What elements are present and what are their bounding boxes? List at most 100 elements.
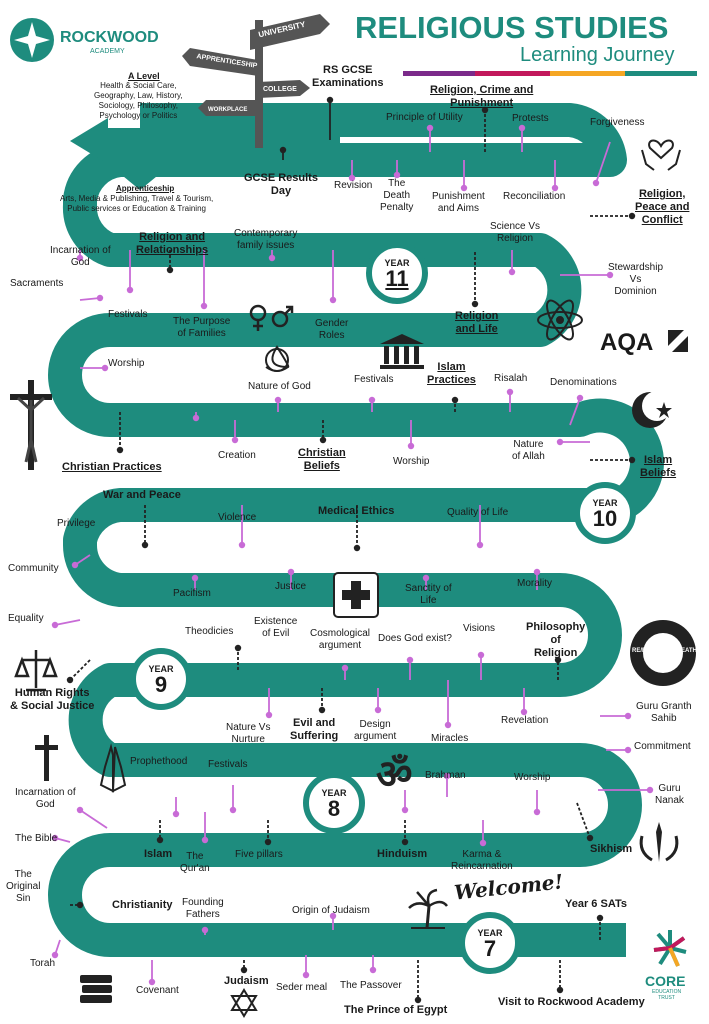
connector-dot	[426, 124, 434, 132]
connector-dot	[76, 254, 84, 262]
connector-dot	[443, 772, 451, 780]
label-covenant: Covenant	[136, 985, 179, 996]
label-reconciliation: Reconciliation	[503, 191, 566, 202]
connector-dot	[481, 106, 489, 114]
connector-dot	[576, 394, 584, 402]
color-bar-teal	[625, 71, 697, 76]
connector-dot	[329, 912, 337, 920]
color-bar-pink	[475, 71, 550, 76]
label-quality-life: Quality of Life	[447, 507, 509, 518]
connector-dot	[533, 568, 541, 576]
label-war-peace: War and Peace	[103, 489, 181, 501]
label-islam-practices: Islam Practices	[427, 361, 476, 386]
connector-dot	[477, 651, 485, 659]
medical-cross-icon	[333, 572, 379, 618]
connector-dot	[156, 836, 164, 844]
connector-dot	[451, 396, 459, 404]
label-nature-allah: Nature of Allah	[512, 439, 545, 462]
label-guru-granth: Guru Granth Sahib	[636, 701, 692, 724]
label-medical-ethics: Medical Ethics	[318, 505, 395, 517]
label-year6-sats: Year 6 SATs	[565, 898, 627, 910]
connector-dot	[268, 254, 276, 262]
label-nature-god: Nature of God	[248, 381, 311, 392]
connector-dot	[172, 810, 180, 818]
connector-dot	[556, 438, 564, 446]
connector-dot	[71, 561, 79, 569]
core-logo-text: CORE	[645, 973, 686, 989]
label-sacraments: Sacraments	[10, 278, 64, 289]
label-prophethood: Prophethood	[130, 756, 188, 767]
a-level-text: Health & Social Care, Geography, Law, Hi…	[94, 81, 183, 120]
connector-dot	[414, 996, 422, 1004]
label-sikhism: Sikhism	[590, 843, 633, 855]
label-festivals-1: Festivals	[108, 309, 148, 320]
hands-heart-icon	[641, 139, 681, 171]
praying-hands-icon	[99, 743, 127, 793]
connector-dot	[201, 836, 209, 844]
label-human-rights: Human Rights & Social Justice	[10, 687, 95, 712]
label-visions: Visions	[463, 623, 496, 634]
road-arrow-left	[70, 118, 108, 164]
school-name: ROCKWOOD	[60, 29, 159, 46]
connector-dot	[586, 834, 594, 842]
connector-dot	[101, 364, 109, 372]
a-level-title: A Level	[128, 71, 160, 81]
label-founding-fathers: Founding Fathers	[182, 897, 224, 920]
label-science-religion: Science Vs Religion	[490, 221, 541, 244]
scales-icon	[14, 650, 58, 692]
label-worship-2: Worship	[393, 456, 430, 467]
connector-dot	[606, 271, 614, 279]
label-privilege: Privilege	[57, 518, 96, 529]
connector-dot	[126, 286, 134, 294]
connector-dot	[533, 808, 541, 816]
palm-icon	[408, 888, 448, 929]
label-morality: Morality	[517, 578, 553, 589]
connector-dot	[406, 656, 414, 664]
label-christian-beliefs: Christian Beliefs	[298, 447, 346, 472]
connector-dot	[264, 838, 272, 846]
connector-dot	[141, 541, 149, 549]
connector-line	[79, 809, 108, 829]
label-religion-crime-punishment: Religion, Crime and Punishment	[430, 84, 534, 109]
connector-dot	[166, 266, 174, 274]
label-forgiveness: Forgiveness	[590, 117, 645, 128]
label-worship-3: Worship	[514, 772, 551, 783]
label-judaism: Judaism	[224, 975, 269, 987]
connector-dot	[508, 268, 516, 276]
connector-dot	[592, 179, 600, 187]
books-icon	[80, 975, 112, 1003]
label-religion-relationships: Religion and Relationships	[136, 231, 209, 256]
life-death-text: RE/BIRTH LIFE DEATH	[632, 648, 697, 654]
connector-dot	[393, 171, 401, 179]
label-nature-nurture: Nature Vs Nurture	[226, 722, 271, 745]
connector-dot	[319, 436, 327, 444]
connector-dot	[279, 146, 287, 154]
connector-dot	[353, 544, 361, 552]
label-protests: Protests	[512, 113, 549, 124]
label-the-quran: The Qur'an	[180, 851, 210, 874]
label-evil-suffering: Evil and Suffering	[290, 717, 339, 742]
connector-dot	[191, 574, 199, 582]
connector-dot	[520, 708, 528, 716]
label-karma: Karma & Reincarnation	[451, 849, 513, 872]
core-logo-subtext: EDUCATION TRUST	[652, 989, 682, 1001]
connector-dot	[401, 806, 409, 814]
label-five-pillars: Five pillars	[235, 849, 283, 860]
svg-text:ॐ: ॐ	[376, 752, 412, 798]
connector-dot	[96, 294, 104, 302]
connector-dot	[148, 978, 156, 986]
road-arrow-down	[118, 170, 162, 190]
label-religion-life: Religion and Life	[455, 310, 499, 335]
color-bar-orange	[550, 71, 625, 76]
label-festivals-3: Festivals	[208, 759, 248, 770]
label-origin-judaism: Origin of Judaism	[292, 905, 370, 916]
color-bar-purple	[403, 71, 475, 76]
label-the-bible: The Bible	[15, 833, 58, 844]
rockwood-logo-icon	[10, 18, 54, 62]
connector-dot	[551, 184, 559, 192]
connector-dot	[231, 436, 239, 444]
